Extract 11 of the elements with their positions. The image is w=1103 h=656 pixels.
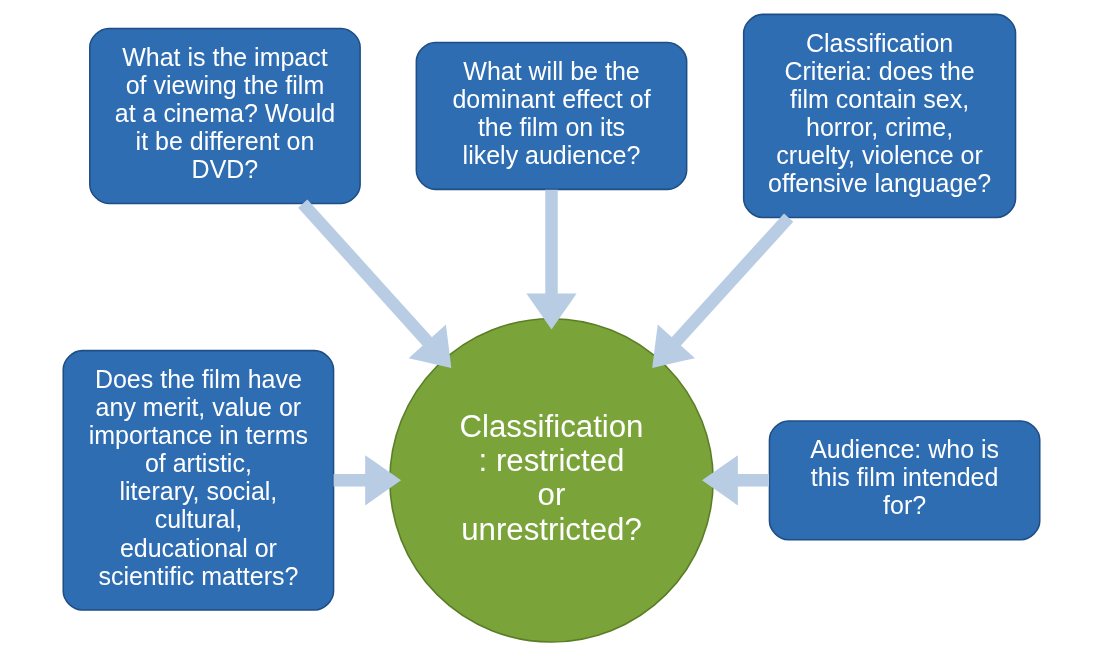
arrow <box>333 455 402 506</box>
node-box: Audience: who is this film intended for? <box>768 420 1041 541</box>
node-box: What is the impact of viewing the film at a cinema? Would it be different on DVD? <box>89 27 361 205</box>
node-box: What will be the dominant effect of the film on its likely audience? <box>415 41 688 191</box>
node-box: Classification Criteria: does the film contain sex, horror, crime, cruelty, violence or offensive language? <box>742 13 1017 219</box>
arrow <box>298 199 452 368</box>
node-box: Does the film have any merit, value or importance in terms of artistic, literary, social, cultural, educational or scientific matters? <box>62 349 335 611</box>
arrow <box>702 455 770 506</box>
node-circle: Classification: restricted or unrestricted? <box>389 317 714 643</box>
arrow <box>652 213 794 368</box>
arrow <box>526 189 577 330</box>
